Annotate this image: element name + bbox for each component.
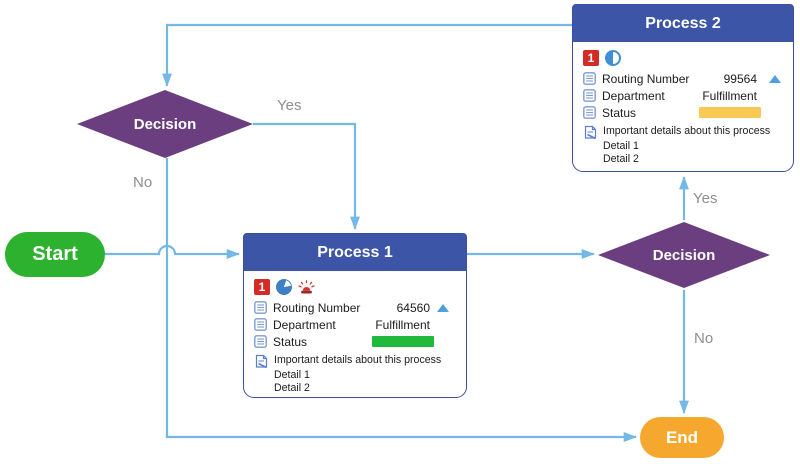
list-icon bbox=[254, 335, 267, 348]
connector-process2-to-decision-left[interactable] bbox=[162, 23, 572, 87]
process2-title: Process 2 bbox=[645, 14, 721, 32]
start-label: Start bbox=[32, 243, 78, 265]
detail-item: Detail 2 bbox=[603, 153, 639, 165]
edge-label-no-left: No bbox=[133, 174, 153, 191]
pie-chart-icon bbox=[276, 279, 292, 295]
number-one-badge-icon: 1 bbox=[254, 279, 270, 295]
note-text: Important details about this process bbox=[274, 354, 442, 366]
process2-header: Process 2 bbox=[573, 5, 793, 42]
list-icon bbox=[254, 318, 267, 331]
trend-up-icon bbox=[437, 304, 449, 312]
process1-note: Important details about this process bbox=[254, 354, 457, 369]
list-icon bbox=[583, 106, 596, 119]
field-label: Status bbox=[273, 334, 308, 349]
note-icon bbox=[584, 125, 597, 140]
field-row-status: Status bbox=[583, 104, 784, 121]
field-row-routing-number: Routing Number 99564 bbox=[583, 70, 784, 87]
field-row-department: Department Fulfillment bbox=[583, 87, 784, 104]
half-circle-icon bbox=[605, 50, 621, 66]
field-label: Status bbox=[602, 105, 637, 120]
end-node[interactable]: End bbox=[640, 417, 724, 458]
connector-decision-left-yes-to-process1[interactable] bbox=[253, 122, 360, 230]
edge-label-yes-left: Yes bbox=[277, 97, 302, 114]
process2-icon-row: 1 bbox=[583, 49, 784, 67]
process1-icon-row: 1 bbox=[254, 278, 457, 296]
field-label: Routing Number bbox=[273, 300, 361, 315]
end-label: End bbox=[665, 427, 699, 447]
status-bar-amber bbox=[699, 107, 761, 118]
number-one-badge-icon: 1 bbox=[583, 50, 599, 66]
decision-right-label: Decision bbox=[652, 246, 716, 264]
connector-decision-left-no-to-end[interactable] bbox=[165, 158, 637, 442]
field-value: Fulfillment bbox=[375, 317, 430, 332]
status-bar-green bbox=[372, 336, 434, 347]
note-text: Important details about this process bbox=[603, 125, 771, 137]
process1-header: Process 1 bbox=[244, 234, 466, 271]
detail-item: Detail 2 bbox=[274, 382, 310, 394]
field-label: Routing Number bbox=[602, 71, 690, 86]
field-label: Department bbox=[602, 88, 665, 103]
detail-item: Detail 1 bbox=[603, 140, 639, 152]
list-icon bbox=[583, 72, 596, 85]
note-icon bbox=[255, 354, 268, 369]
field-row-routing-number: Routing Number 64560 bbox=[254, 299, 457, 316]
field-row-department: Department Fulfillment bbox=[254, 316, 457, 333]
field-value: 99564 bbox=[723, 71, 757, 86]
process1-title: Process 1 bbox=[317, 243, 393, 261]
process2-node[interactable]: Process 2 1 Routing Number 99564 bbox=[572, 4, 794, 172]
process2-note: Important details about this process bbox=[583, 125, 784, 140]
start-node[interactable]: Start bbox=[5, 232, 105, 277]
field-label: Department bbox=[273, 317, 336, 332]
edge-label-yes-right: Yes bbox=[693, 190, 718, 207]
process1-node[interactable]: Process 1 1 bbox=[243, 233, 467, 398]
list-icon bbox=[254, 301, 267, 314]
alarm-icon bbox=[298, 279, 315, 293]
field-value: Fulfillment bbox=[702, 88, 757, 103]
decision-left-label: Decision bbox=[133, 115, 197, 133]
edge-label-no-right: No bbox=[694, 330, 714, 347]
list-icon bbox=[583, 89, 596, 102]
process1-body: 1 bbox=[244, 271, 466, 395]
process2-body: 1 Routing Number 99564 Department Fulfil bbox=[573, 42, 793, 166]
trend-up-icon bbox=[769, 75, 781, 83]
connector-start-to-process1[interactable] bbox=[105, 244, 240, 259]
detail-item: Detail 1 bbox=[274, 369, 310, 381]
field-row-status: Status bbox=[254, 333, 457, 350]
field-value: 64560 bbox=[396, 300, 430, 315]
